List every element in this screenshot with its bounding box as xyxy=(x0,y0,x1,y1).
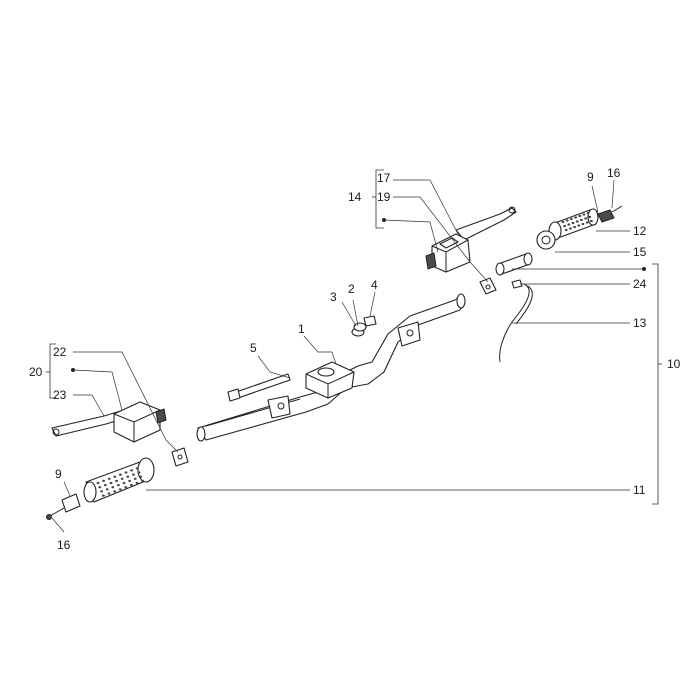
grip-texture-dot xyxy=(580,218,583,222)
grip-texture-dot xyxy=(113,475,117,478)
throttle-sleeve xyxy=(495,252,533,276)
grip-texture-dot xyxy=(115,479,118,482)
grip-texture-dot xyxy=(100,490,103,493)
nut-washer-stack xyxy=(351,315,377,337)
grip-texture-dot xyxy=(135,481,139,485)
left-grip-pattern xyxy=(96,467,145,497)
right-brake-lever xyxy=(455,206,517,241)
grip-texture-dot xyxy=(586,211,590,215)
grip-texture-dot xyxy=(128,479,132,482)
callout-19: 19 xyxy=(377,190,391,204)
callout-16-top: 16 xyxy=(607,166,621,180)
grip-texture-dot xyxy=(567,223,571,226)
callout-10: 10 xyxy=(667,357,681,371)
throttle-cable xyxy=(499,279,533,363)
callout-22: 22 xyxy=(53,345,67,359)
leader-lines xyxy=(51,179,646,533)
callout-3: 3 xyxy=(330,290,337,304)
callout-9-top: 9 xyxy=(587,170,594,184)
grip-texture-dot xyxy=(577,224,581,227)
grip-texture-dot xyxy=(102,479,105,482)
grip-texture-dot xyxy=(570,217,573,221)
grip-texture-dot xyxy=(126,475,130,478)
grip-texture-dot xyxy=(564,228,568,232)
grip-texture-dot xyxy=(561,220,565,224)
grip-texture-dot xyxy=(582,213,586,216)
grip-texture-dot xyxy=(118,488,122,491)
handlebar-tube xyxy=(196,293,466,442)
grip-texture-dot xyxy=(578,214,582,218)
grip-texture-dot xyxy=(124,486,128,489)
callout-23: 23 xyxy=(53,388,67,402)
callout-2: 2 xyxy=(348,282,355,296)
grip-texture-dot xyxy=(581,222,585,226)
grip-texture-dot xyxy=(563,224,566,228)
bracket-20 xyxy=(46,343,56,399)
grip-texture-dot xyxy=(588,215,592,219)
grip-texture-dot xyxy=(120,477,124,480)
grip-texture-dot xyxy=(573,225,576,229)
right-grip xyxy=(548,208,599,241)
callout-13: 13 xyxy=(633,316,647,330)
bolt xyxy=(227,373,291,402)
grip-texture-dot xyxy=(584,217,587,220)
grip-texture-dot xyxy=(135,467,139,470)
right-grip-washer xyxy=(536,230,556,250)
grip-texture-dot xyxy=(141,479,145,482)
callout-20: 20 xyxy=(29,365,43,379)
left-master-cylinder xyxy=(113,401,167,443)
bracket-10 xyxy=(652,263,662,505)
grip-texture-dot xyxy=(119,473,122,476)
grip-texture-dot xyxy=(571,221,575,225)
grip-texture-dot xyxy=(139,475,143,478)
grip-texture-dot xyxy=(105,488,109,491)
grip-texture-dot xyxy=(132,473,135,476)
left-bar-end xyxy=(46,493,81,520)
right-grip-pattern xyxy=(561,211,593,232)
callout-9-bottom: 9 xyxy=(55,467,62,481)
callout-14: 14 xyxy=(348,190,362,204)
grip-texture-dot xyxy=(585,221,589,224)
grip-texture-dot xyxy=(113,490,116,493)
grip-texture-dot xyxy=(98,486,102,489)
grip-texture-dot xyxy=(590,219,593,223)
grip-texture-dot xyxy=(124,471,128,474)
grip-texture-dot xyxy=(574,216,577,219)
callout-17: 17 xyxy=(377,171,391,185)
grip-texture-dot xyxy=(111,486,115,489)
bracket-14 xyxy=(372,169,384,229)
grip-texture-dot xyxy=(102,494,105,497)
grip-texture-dot xyxy=(130,484,133,487)
grip-texture-dot xyxy=(137,471,141,474)
grip-texture-dot xyxy=(96,481,100,485)
grip-texture-dot xyxy=(122,481,126,485)
right-bar-end xyxy=(597,205,623,223)
grip-texture-dot xyxy=(130,469,134,472)
grip-texture-dot xyxy=(107,492,111,495)
callout-16-bottom: 16 xyxy=(57,538,71,552)
callout-4: 4 xyxy=(371,278,378,292)
left-grip xyxy=(83,457,155,503)
callout-12: 12 xyxy=(633,224,647,238)
grip-texture-dot xyxy=(107,477,111,480)
center-clamp xyxy=(305,361,355,399)
callout-5: 5 xyxy=(250,341,257,355)
callout-labels: 1 2 3 4 5 9 16 17 14 19 12 15 24 13 10 1… xyxy=(29,166,681,552)
grip-texture-dot xyxy=(565,219,569,222)
callout-1: 1 xyxy=(298,322,305,336)
callout-24: 24 xyxy=(633,277,647,291)
grip-texture-dot xyxy=(569,227,572,230)
grip-texture-dot xyxy=(117,484,120,487)
grip-texture-dot xyxy=(109,481,113,485)
callout-15: 15 xyxy=(633,245,647,259)
grip-texture-dot xyxy=(575,220,579,223)
grip-texture-dot xyxy=(104,484,107,487)
callout-11: 11 xyxy=(633,483,646,497)
right-switch-clip xyxy=(479,277,497,295)
left-switch-clip xyxy=(171,447,189,467)
grip-texture-dot xyxy=(133,477,137,480)
